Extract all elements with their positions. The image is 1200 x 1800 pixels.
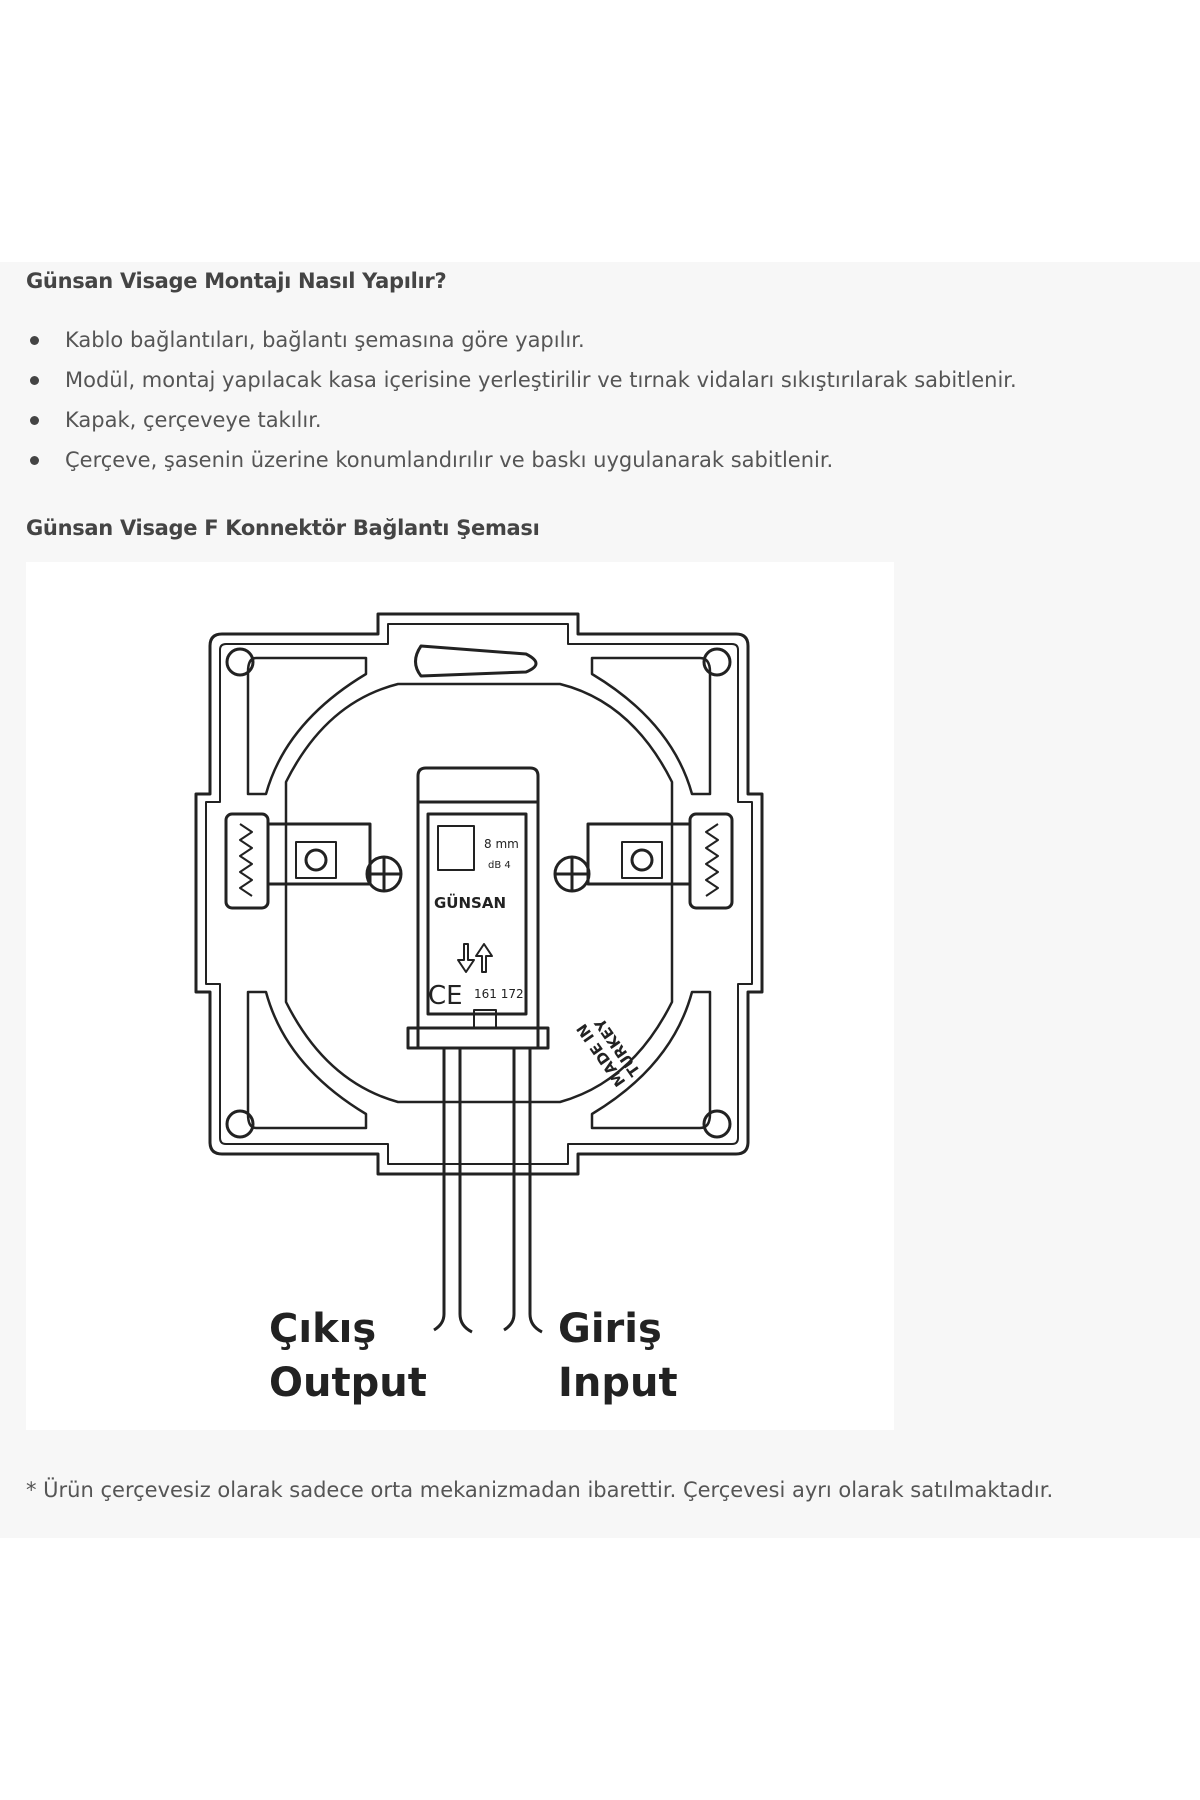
- output-label-en: Output: [269, 1360, 427, 1406]
- step-text: Çerçeve, şasenin üzerine konumlandırılır…: [65, 448, 834, 472]
- bullet-icon: [30, 376, 39, 385]
- module-window: [437, 825, 475, 871]
- frame-hole: [225, 647, 255, 677]
- bullet-icon: [30, 416, 39, 425]
- output-label-tr: Çıkış: [269, 1306, 376, 1352]
- rail-slot-left: [295, 841, 337, 879]
- frame-hole: [702, 647, 732, 677]
- ce-mark: CE: [428, 981, 463, 1011]
- step-text: Kablo bağlantıları, bağlantı şemasına gö…: [65, 328, 585, 352]
- corner-rib-bl: [246, 990, 368, 1130]
- connection-diagram: 8 mm dB 4 GÜNSAN CE 161 172 MADE IN TURK…: [26, 562, 894, 1430]
- mounting-frame-outline: [194, 612, 764, 1176]
- corner-rib-tl: [246, 656, 368, 796]
- module-brand: GÜNSAN: [434, 893, 506, 912]
- arrow-up-icon: [475, 943, 493, 973]
- list-item: Kapak, çerçeveye takılır.: [26, 400, 1017, 440]
- list-item: Çerçeve, şasenin üzerine konumlandırılır…: [26, 440, 1017, 480]
- step-text: Modül, montaj yapılacak kasa içerisine y…: [65, 368, 1017, 392]
- screw-right: [553, 855, 591, 893]
- module-body: [416, 800, 540, 1050]
- bullet-icon: [30, 336, 39, 345]
- module-base: [406, 1026, 550, 1050]
- corner-rib-br: [590, 990, 712, 1130]
- input-label-en: Input: [558, 1360, 678, 1406]
- list-item: Kablo bağlantıları, bağlantı şemasına gö…: [26, 320, 1017, 360]
- output-cable: [433, 1048, 473, 1334]
- module-tab: [473, 1009, 497, 1029]
- list-item: Modül, montaj yapılacak kasa içerisine y…: [26, 360, 1017, 400]
- arrow-down-icon: [457, 943, 475, 973]
- rail-left: [266, 822, 372, 886]
- frame-hole: [702, 1109, 732, 1139]
- bullet-icon: [30, 456, 39, 465]
- rail-slot-right: [621, 841, 663, 879]
- claw-teeth-right: [705, 823, 719, 897]
- step-text: Kapak, çerçeveye takılır.: [65, 408, 322, 432]
- module-face: [426, 812, 528, 1016]
- diagram-section-title: Günsan Visage F Konnektör Bağlantı Şemas…: [26, 516, 540, 540]
- db-label: dB 4: [488, 860, 511, 871]
- rail-hole-left: [304, 848, 328, 872]
- input-label-tr: Giriş: [558, 1306, 662, 1352]
- mounting-section-title: Günsan Visage Montajı Nasıl Yapılır?: [26, 269, 447, 293]
- mounting-steps-list: Kablo bağlantıları, bağlantı şemasına gö…: [26, 320, 1017, 480]
- module-top: [416, 766, 540, 804]
- screw-left: [365, 855, 403, 893]
- cable-size-label: 8 mm: [484, 837, 519, 851]
- rail-right: [586, 822, 692, 886]
- product-code: 161 172: [474, 987, 524, 1001]
- claw-teeth-left: [239, 823, 253, 897]
- footnote: * Ürün çerçevesiz olarak sadece orta mek…: [26, 1478, 1054, 1502]
- frame-hole: [225, 1109, 255, 1139]
- input-cable: [503, 1048, 543, 1334]
- connection-diagram-svg: 8 mm dB 4 GÜNSAN CE 161 172 MADE IN TURK…: [194, 612, 764, 1406]
- mounting-frame-inner: [205, 623, 753, 1165]
- center-opening: [284, 682, 674, 1104]
- rail-hole-right: [630, 848, 654, 872]
- top-slot: [414, 644, 538, 678]
- corner-rib-tr: [590, 656, 712, 796]
